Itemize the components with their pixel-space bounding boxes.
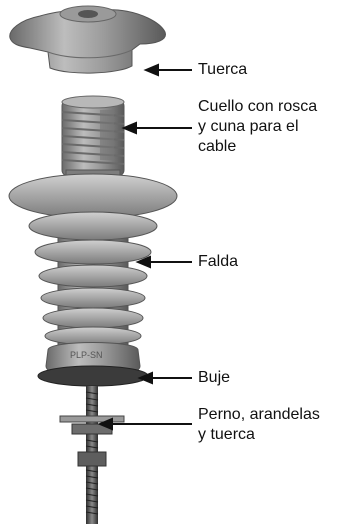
pointer-lines: [97, 63, 192, 431]
label-tuerca: Tuerca: [198, 61, 248, 78]
label-cuello-line3: cable: [198, 138, 237, 155]
neck-part: [61, 95, 125, 185]
label-falda: Falda: [198, 253, 239, 270]
label-perno-line1: Perno, arandelas: [198, 406, 320, 423]
arrowhead-perno: [97, 417, 113, 431]
skirt-part: [8, 173, 178, 352]
base-marking: PLP-SN: [70, 350, 103, 360]
nut-part: [9, 5, 166, 74]
arrowhead-buje: [137, 371, 153, 385]
bolt-part: [59, 386, 125, 524]
label-perno-line2: y tuerca: [198, 426, 255, 443]
arrowhead-cuello: [121, 121, 137, 135]
label-cuello-line1: Cuello con rosca: [198, 98, 318, 115]
arrowhead-falda: [135, 255, 151, 269]
bushing-part: PLP-SN: [37, 342, 149, 387]
label-cuello-line2: y cuna para el: [198, 118, 299, 135]
label-buje: Buje: [198, 369, 231, 386]
arrowhead-tuerca: [143, 63, 159, 77]
